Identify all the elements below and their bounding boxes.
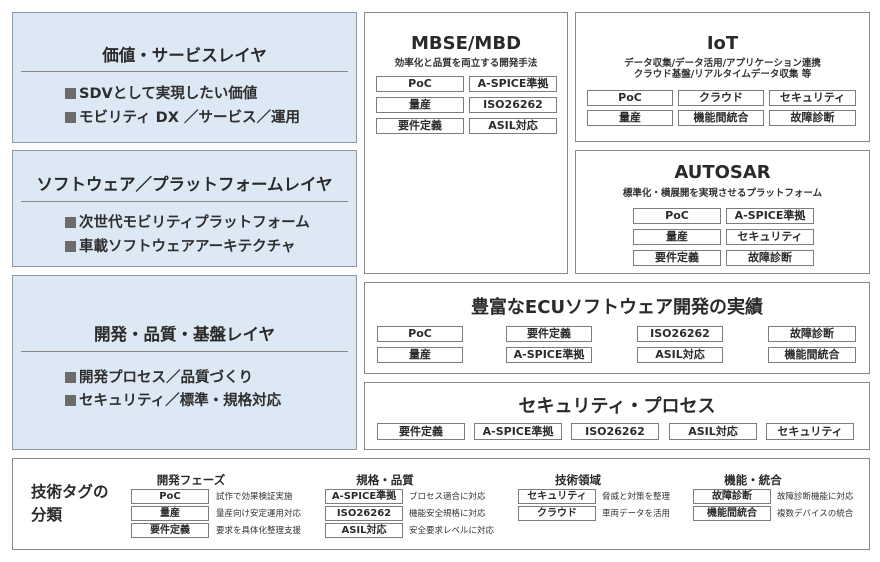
panel-iot: IoT データ収集/データ活用/アプリケーション連携 クラウド基盤/リアルタイム… — [575, 12, 870, 142]
legend-tag: 要件定義 — [131, 523, 209, 538]
tag: 量産 — [377, 347, 463, 363]
legend-tag: 機能間統合 — [693, 506, 771, 521]
legend-desc: 車両データを活用 — [602, 509, 671, 519]
tag: 故障診断 — [726, 250, 814, 266]
tag: 量産 — [633, 229, 721, 245]
divider — [21, 351, 348, 352]
legend-tag: 量産 — [131, 506, 209, 521]
panel-title: MBSE/MBD — [410, 33, 522, 54]
legend-tag: PoC — [131, 489, 209, 504]
legend-desc: 故障診断機能に対応 — [777, 492, 854, 502]
square-bullet-icon — [65, 372, 76, 383]
legend-tag: ASIL対応 — [325, 523, 403, 538]
panel-subtitle: 標準化・横展開を実現させるプラットフォーム — [622, 188, 823, 199]
legend-tag: A-SPICE準拠 — [325, 489, 403, 504]
tag: A-SPICE準拠 — [506, 347, 592, 363]
legend-tag: ISO26262 — [325, 506, 403, 521]
tag: PoC — [633, 208, 721, 224]
legend-tag: セキュリティ — [518, 489, 596, 504]
tag: 故障診断 — [769, 110, 856, 126]
legend-tag: クラウド — [518, 506, 596, 521]
square-bullet-icon — [65, 112, 76, 123]
panel-subtitle: クラウド基盤/リアルタイムデータ収集 等 — [633, 69, 812, 80]
tag: 量産 — [376, 97, 464, 113]
layer-title: ソフトウェア／プラットフォームレイヤ — [36, 175, 333, 194]
tag: クラウド — [678, 90, 764, 106]
legend-tag: 故障診断 — [693, 489, 771, 504]
layer-title: 価値・サービスレイヤ — [102, 46, 267, 65]
layer-item: モビリティ DX ／サービス／運用 — [65, 106, 300, 127]
square-bullet-icon — [65, 88, 76, 99]
tag: PoC — [377, 326, 463, 342]
layer-dev-quality-base: 開発・品質・基盤レイヤ 開発プロセス／品質づくり セキュリティ／標準・規格対応 — [12, 275, 357, 450]
legend-desc: 複数デバイスの統合 — [777, 509, 854, 519]
layer-item: セキュリティ／標準・規格対応 — [65, 389, 281, 410]
panel-mbse-mbd: MBSE/MBD 効率化と品質を両立する開発手法 PoC A-SPICE準拠 量… — [364, 12, 568, 274]
tag: ASIL対応 — [637, 347, 723, 363]
tag: A-SPICE準拠 — [474, 423, 562, 440]
tag: ISO26262 — [637, 326, 723, 342]
divider — [21, 71, 348, 72]
panel-security-process: セキュリティ・プロセス 要件定義 A-SPICE準拠 ISO26262 ASIL… — [364, 382, 870, 450]
layer-item: 開発プロセス／品質づくり — [65, 366, 253, 387]
tag: ISO26262 — [571, 423, 659, 440]
tag: ISO26262 — [469, 97, 557, 113]
legend-group-title: 技術領域 — [555, 473, 601, 487]
tag: ASIL対応 — [669, 423, 757, 440]
panel-title: セキュリティ・プロセス — [518, 396, 716, 417]
legend-desc: プロセス適合に対応 — [409, 492, 486, 502]
tag: 量産 — [587, 110, 673, 126]
panel-subtitle: 効率化と品質を両立する開発手法 — [394, 58, 538, 69]
tag: A-SPICE準拠 — [726, 208, 814, 224]
square-bullet-icon — [65, 395, 76, 406]
tag: A-SPICE準拠 — [469, 76, 557, 92]
tag: PoC — [376, 76, 464, 92]
legend-desc: 試作で効果検証実施 — [216, 492, 293, 502]
tag: セキュリティ — [766, 423, 854, 440]
divider — [21, 201, 348, 202]
legend-tag-classification: 技術タグの 分類 開発フェーズ PoC 試作で効果検証実施 量産 量産向け安定運… — [12, 458, 870, 550]
layer-item: 次世代モビリティプラットフォーム — [65, 211, 310, 232]
layer-item: SDVとして実現したい価値 — [65, 82, 257, 103]
panel-ecu-achievements: 豊富なECUソフトウェア開発の実績 PoC 要件定義 ISO26262 故障診断… — [364, 282, 870, 374]
legend-desc: 安全要求レベルに対応 — [409, 526, 495, 536]
tag: 要件定義 — [506, 326, 592, 342]
tag: ASIL対応 — [469, 118, 557, 134]
panel-autosar: AUTOSAR 標準化・横展開を実現させるプラットフォーム PoC A-SPIC… — [575, 150, 870, 274]
panel-title: 豊富なECUソフトウェア開発の実績 — [470, 297, 764, 318]
tag: セキュリティ — [769, 90, 856, 106]
square-bullet-icon — [65, 217, 76, 228]
tag: 要件定義 — [633, 250, 721, 266]
legend-desc: 機能安全規格に対応 — [409, 509, 486, 519]
panel-title: AUTOSAR — [674, 162, 771, 183]
layer-title: 開発・品質・基盤レイヤ — [93, 325, 275, 344]
square-bullet-icon — [65, 241, 76, 252]
tag: 機能間統合 — [768, 347, 856, 363]
legend-heading: 技術タグの 分類 — [31, 483, 109, 524]
legend-group-title: 機能・統合 — [724, 473, 782, 487]
tag: PoC — [587, 90, 673, 106]
legend-group-title: 規格・品質 — [356, 473, 414, 487]
legend-desc: 量産向け安定運用対応 — [216, 509, 302, 519]
legend-group-title: 開発フェーズ — [156, 473, 226, 487]
tag: 機能間統合 — [678, 110, 764, 126]
tag: セキュリティ — [726, 229, 814, 245]
tag: 要件定義 — [377, 423, 465, 440]
legend-desc: 脅威と対策を整理 — [602, 492, 671, 502]
tag: 要件定義 — [376, 118, 464, 134]
panel-subtitle: データ収集/データ活用/アプリケーション連携 — [624, 58, 821, 69]
panel-title: IoT — [706, 33, 739, 54]
layer-software-platform: ソフトウェア／プラットフォームレイヤ 次世代モビリティプラットフォーム 車載ソフ… — [12, 150, 357, 267]
tag: 故障診断 — [768, 326, 856, 342]
layer-item: 車載ソフトウェアアーキテクチャ — [65, 235, 295, 256]
legend-desc: 要求を具体化整理支援 — [216, 526, 302, 536]
layer-value-service: 価値・サービスレイヤ SDVとして実現したい価値 モビリティ DX ／サービス／… — [12, 12, 357, 143]
